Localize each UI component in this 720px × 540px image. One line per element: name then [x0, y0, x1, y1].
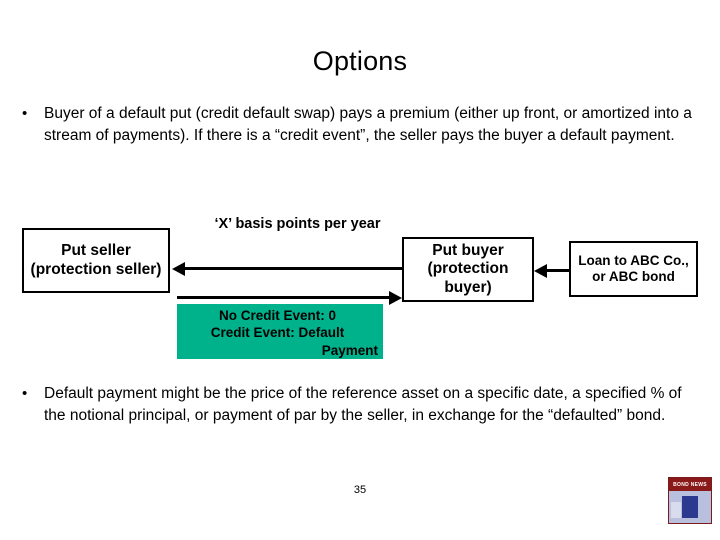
bullet-marker: •: [22, 385, 28, 402]
page-number: 35: [353, 484, 367, 496]
basis-points-label: ‘X’ basis points per year: [214, 216, 381, 232]
logo-square-light: [671, 502, 681, 518]
premium-arrow-line: [185, 267, 402, 270]
logo-square-dark: [682, 496, 698, 518]
page-title: Options: [312, 46, 408, 76]
credit-event-box: No Credit Event: 0 Credit Event: Default…: [177, 304, 383, 359]
loan-arrow-head: [534, 264, 547, 278]
credit-event-line-3: Payment: [321, 342, 378, 358]
bullet-text: Buyer of a default put (credit default s…: [44, 105, 692, 144]
bullet-item-1: • Buyer of a default put (credit default…: [22, 103, 692, 147]
put-seller-box: Put seller (protection seller): [22, 228, 170, 293]
credit-event-line-1: No Credit Event: 0: [218, 308, 337, 323]
loan-box: Loan to ABC Co., or ABC bond: [569, 241, 698, 297]
logo-icon: BOND NEWS: [668, 477, 712, 524]
logo-banner-text: BOND NEWS: [669, 478, 711, 491]
default-payment-arrow-head: [389, 291, 402, 305]
bullet-marker: •: [22, 105, 28, 122]
loan-arrow-line: [547, 269, 571, 272]
credit-event-line-2: Credit Event: Default: [210, 325, 345, 341]
bullet-item-2: • Default payment might be the price of …: [22, 383, 702, 427]
premium-arrow-head: [172, 262, 185, 276]
default-payment-arrow-line: [177, 296, 389, 299]
put-buyer-box: Put buyer (protection buyer): [402, 237, 534, 302]
bullet-text: Default payment might be the price of th…: [44, 385, 682, 424]
